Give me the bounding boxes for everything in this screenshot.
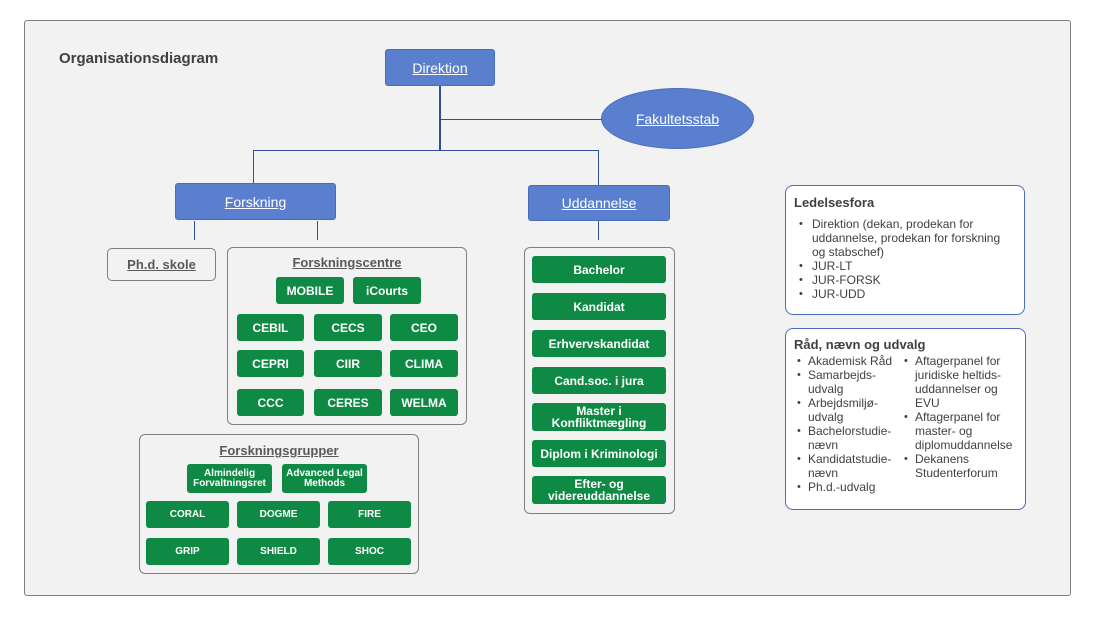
connector-centre xyxy=(317,221,318,240)
fakultetsstab-node[interactable]: Fakultetsstab xyxy=(601,88,754,149)
connector-direktion-down xyxy=(439,86,441,150)
connector-uddannelse-up xyxy=(598,150,599,185)
ledelsesfora-item: JUR-FORSK xyxy=(794,273,1016,287)
centre-welma[interactable]: WELMA xyxy=(390,389,458,416)
gruppe-grip[interactable]: GRIP xyxy=(146,538,229,565)
uddannelse-bachelor[interactable]: Bachelor xyxy=(532,256,666,283)
centre-cecs[interactable]: CECS xyxy=(314,314,382,341)
gruppe-dogme[interactable]: DOGME xyxy=(237,501,320,528)
raad-item: Dekanens Studenterforum xyxy=(901,452,1019,480)
raad-item: Bachelorstudie-nævn xyxy=(794,424,901,452)
raad-list-right: Aftagerpanel for juridiske heltids-uddan… xyxy=(901,354,1019,494)
connector-phd xyxy=(194,221,195,240)
uddannelse-diplom-kriminologi[interactable]: Diplom i Kriminologi xyxy=(532,440,666,467)
ledelsesfora-item: Direktion (dekan, prodekan for uddannels… xyxy=(794,217,1016,259)
ledelsesfora-list: Direktion (dekan, prodekan for uddannels… xyxy=(794,217,1016,301)
uddannelse-node[interactable]: Uddannelse xyxy=(528,185,670,221)
raad-item: Arbejdsmiljø-udvalg xyxy=(794,396,901,424)
gruppe-advanced-legal-methods[interactable]: Advanced Legal Methods xyxy=(282,464,367,493)
gruppe-almindelig-forvaltningsret[interactable]: Almindelig Forvaltningsret xyxy=(187,464,272,493)
ledelsesfora-item: JUR-UDD xyxy=(794,287,1016,301)
phd-skole-node[interactable]: Ph.d. skole xyxy=(107,248,216,281)
page-title: Organisationsdiagram xyxy=(59,50,219,67)
centre-clima[interactable]: CLIMA xyxy=(390,350,458,377)
raad-item: Akademisk Råd xyxy=(794,354,901,368)
raad-item: Kandidatstudie-nævn xyxy=(794,452,901,480)
centre-mobile[interactable]: MOBILE xyxy=(276,277,344,304)
ledelsesfora-item: JUR-LT xyxy=(794,259,1016,273)
uddannelse-kandidat[interactable]: Kandidat xyxy=(532,293,666,320)
uddannelse-cand-soc-jura[interactable]: Cand.soc. i jura xyxy=(532,367,666,394)
forskning-node[interactable]: Forskning xyxy=(175,183,336,220)
raad-item: Aftagerpanel for master- og diplomuddann… xyxy=(901,410,1019,452)
gruppe-fire[interactable]: FIRE xyxy=(328,501,411,528)
connector-fakultetsstab xyxy=(440,119,602,120)
gruppe-shield[interactable]: SHIELD xyxy=(237,538,320,565)
connector-horizontal xyxy=(253,150,599,151)
centre-icourts[interactable]: iCourts xyxy=(353,277,421,304)
centre-cebil[interactable]: CEBIL xyxy=(237,314,304,341)
gruppe-coral[interactable]: CORAL xyxy=(146,501,229,528)
raad-list-left: Akademisk Råd Samarbejds-udvalg Arbejdsm… xyxy=(794,354,901,494)
centre-ceres[interactable]: CERES xyxy=(314,389,382,416)
centre-ccc[interactable]: CCC xyxy=(237,389,304,416)
direktion-node[interactable]: Direktion xyxy=(385,49,495,86)
connector-forskning-up xyxy=(253,150,254,184)
centre-ceo[interactable]: CEO xyxy=(390,314,458,341)
raad-panel: Råd, nævn og udvalg Akademisk Råd Samarb… xyxy=(785,328,1026,510)
uddannelse-master-konfliktmaegling[interactable]: Master i Konfliktmægling xyxy=(532,403,666,431)
forskningscentre-title: Forskningscentre xyxy=(292,255,402,270)
forskningsgrupper-title: Forskningsgrupper xyxy=(219,443,339,458)
raad-item: Ph.d.-udvalg xyxy=(794,480,901,494)
raad-item: Aftagerpanel for juridiske heltids-uddan… xyxy=(901,354,1019,410)
centre-cepri[interactable]: CEPRI xyxy=(237,350,304,377)
connector-uddannelser xyxy=(598,221,599,240)
raad-title: Råd, nævn og udvalg xyxy=(794,337,926,352)
ledelsesfora-title: Ledelsesfora xyxy=(794,195,875,210)
gruppe-shoc[interactable]: SHOC xyxy=(328,538,411,565)
raad-item: Samarbejds-udvalg xyxy=(794,368,901,396)
uddannelse-erhvervskandidat[interactable]: Erhvervskandidat xyxy=(532,330,666,357)
centre-ciir[interactable]: CIIR xyxy=(314,350,382,377)
uddannelse-efter-videreuddannelse[interactable]: Efter- og videreuddannelse xyxy=(532,476,666,504)
ledelsesfora-panel: Ledelsesfora Direktion (dekan, prodekan … xyxy=(785,185,1025,315)
